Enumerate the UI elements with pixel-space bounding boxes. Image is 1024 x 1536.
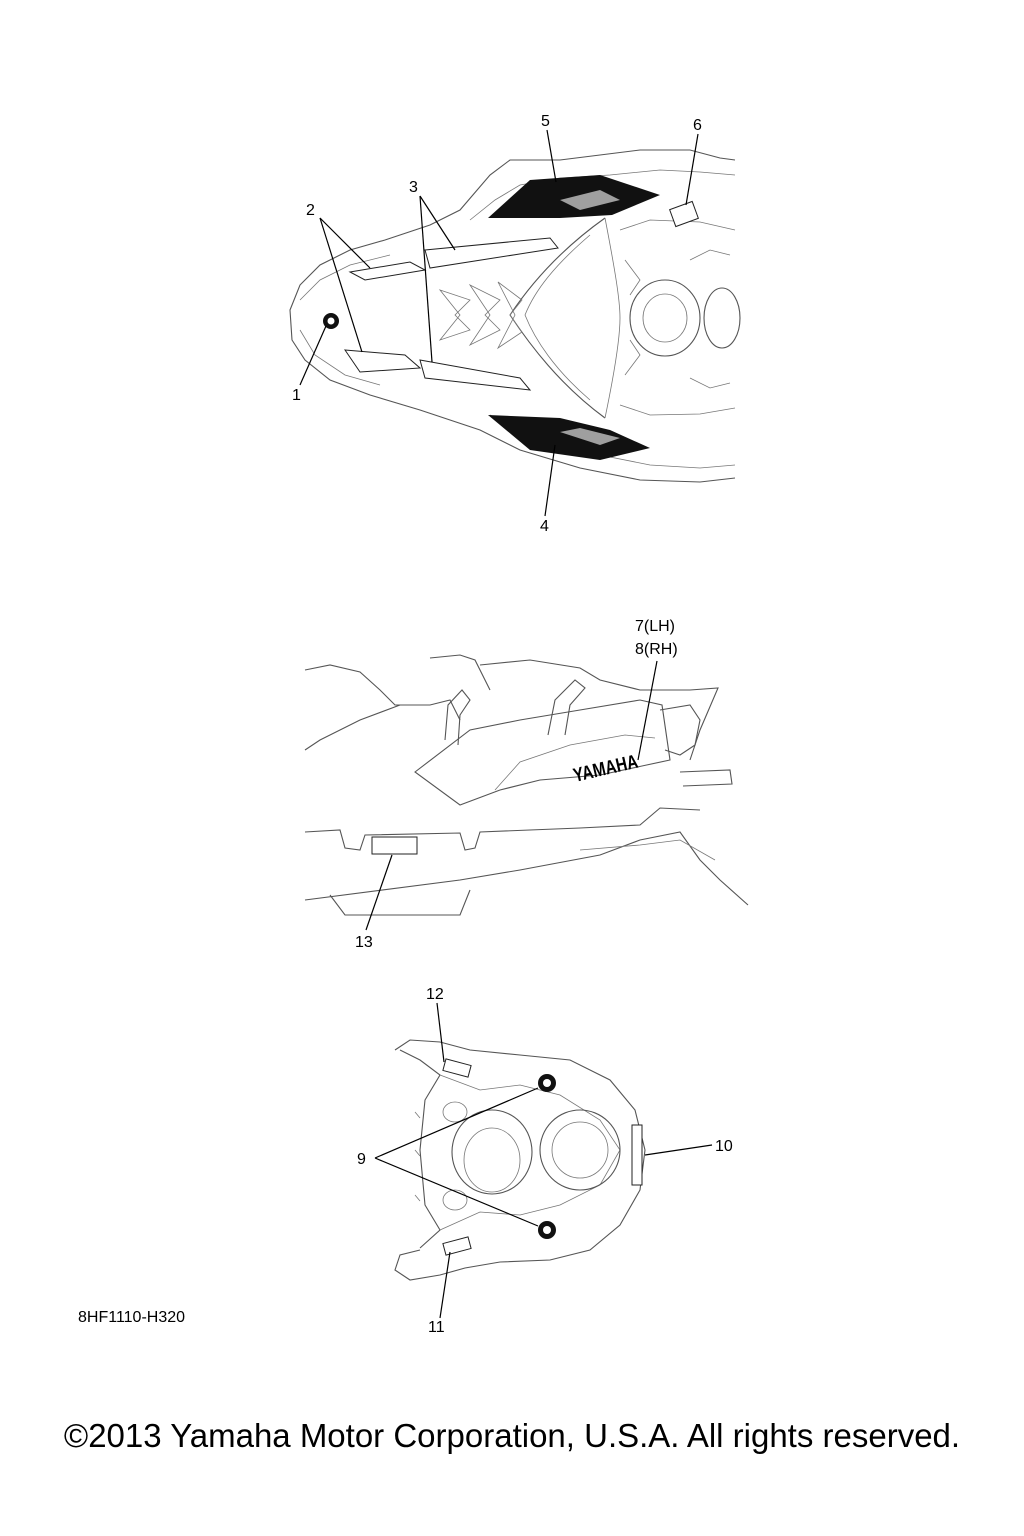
callout-7: 7(LH) (635, 618, 675, 635)
callout-4: 4 (540, 518, 549, 535)
callout-2: 2 (306, 202, 315, 219)
callout-9: 9 (357, 1151, 366, 1168)
rear-deck-view (394, 1039, 646, 1281)
top-view (289, 149, 741, 483)
callout-5: 5 (541, 113, 550, 130)
diagram-code: 8HF1110-H320 (78, 1309, 186, 1326)
copyright-notice: ©2013 Yamaha Motor Corporation, U.S.A. A… (63, 1417, 961, 1454)
yamaha-logo: YAMAHA (571, 750, 640, 787)
callout-3: 3 (409, 179, 418, 196)
callout-13: 13 (355, 934, 373, 951)
callout-1: 1 (292, 387, 301, 404)
callout-6: 6 (693, 117, 702, 134)
callout-12: 12 (426, 986, 444, 1003)
callout-11: 11 (428, 1319, 445, 1336)
side-view (304, 654, 749, 916)
callout-8: 8(RH) (635, 641, 678, 658)
callout-10: 10 (715, 1138, 733, 1155)
